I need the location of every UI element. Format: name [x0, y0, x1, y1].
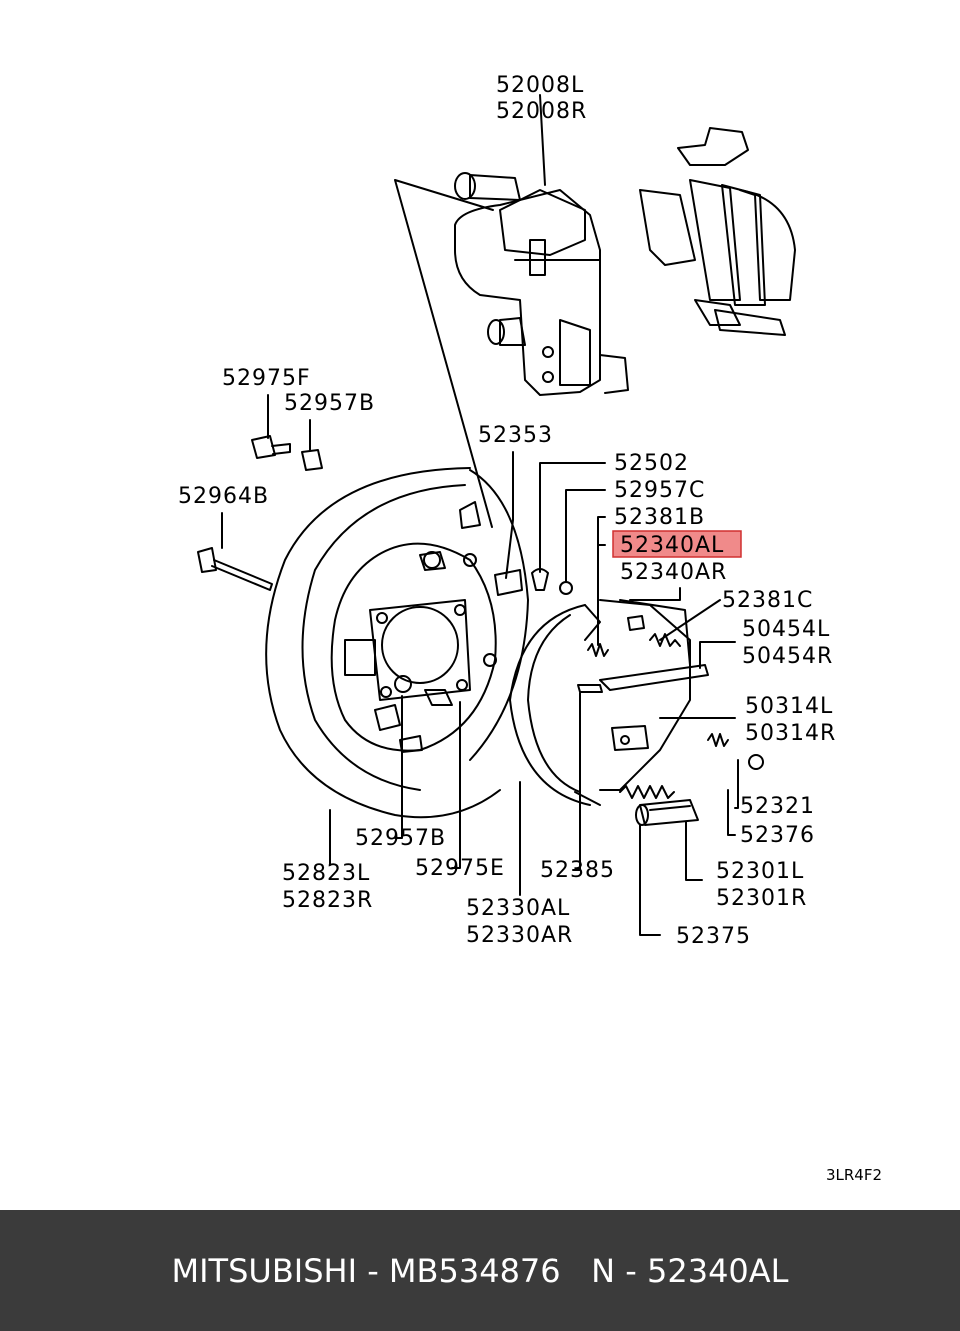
brake-pads-drawing [639, 127, 796, 336]
label-52385: 52385 [540, 858, 615, 883]
label-52964B: 52964B [178, 484, 269, 509]
label-52008L: 52008L [496, 73, 584, 98]
label-52823L: 52823L [282, 861, 370, 886]
caliper-drawing [454, 172, 629, 396]
label-52008R: 52008R [496, 99, 587, 124]
label-52301L: 52301L [716, 859, 804, 884]
label-52823R: 52823R [282, 888, 373, 913]
label-52340AR: 52340AR [620, 560, 727, 585]
label-52330AL: 52330AL [466, 896, 570, 921]
brake-shoe-drawing [509, 599, 764, 806]
label-50314R: 50314R [745, 721, 836, 746]
label-52381B: 52381B [614, 505, 705, 530]
label-52330AR: 52330AR [466, 923, 573, 948]
label-52957C: 52957C [614, 478, 705, 503]
part-labels: 52008L 52008R 52975F 52957B 52964B 52353… [178, 73, 836, 949]
label-52381C: 52381C [722, 588, 813, 613]
diagram-code: 3LR4F2 [825, 1166, 882, 1184]
label-52376: 52376 [740, 823, 815, 848]
label-50454L: 50454L [742, 617, 830, 642]
backing-plate-drawing [265, 467, 529, 819]
label-52957B-top: 52957B [284, 391, 375, 416]
highlight-box [612, 530, 742, 558]
small-parts-drawing [197, 435, 573, 706]
label-52975E: 52975E [415, 856, 505, 881]
label-52957B-bottom: 52957B [355, 826, 446, 851]
label-50314L: 50314L [745, 694, 833, 719]
label-52301R: 52301R [716, 886, 807, 911]
footer-bar: MITSUBISHI - MB534876 N - 52340AL [0, 1210, 960, 1331]
label-52502: 52502 [614, 451, 689, 476]
label-52340AL: 52340AL [620, 533, 724, 558]
leader-lines [221, 94, 739, 936]
exploded-brake-diagram: 52008L 52008R 52975F 52957B 52964B 52353… [178, 73, 836, 949]
label-52975F: 52975F [222, 366, 311, 391]
label-52321: 52321 [740, 794, 815, 819]
label-52375: 52375 [676, 924, 751, 949]
wheel-cylinder-drawing [635, 799, 699, 826]
label-52353: 52353 [478, 423, 553, 448]
label-50454R: 50454R [742, 644, 833, 669]
footer-text: MITSUBISHI - MB534876 N - 52340AL [171, 1251, 789, 1290]
